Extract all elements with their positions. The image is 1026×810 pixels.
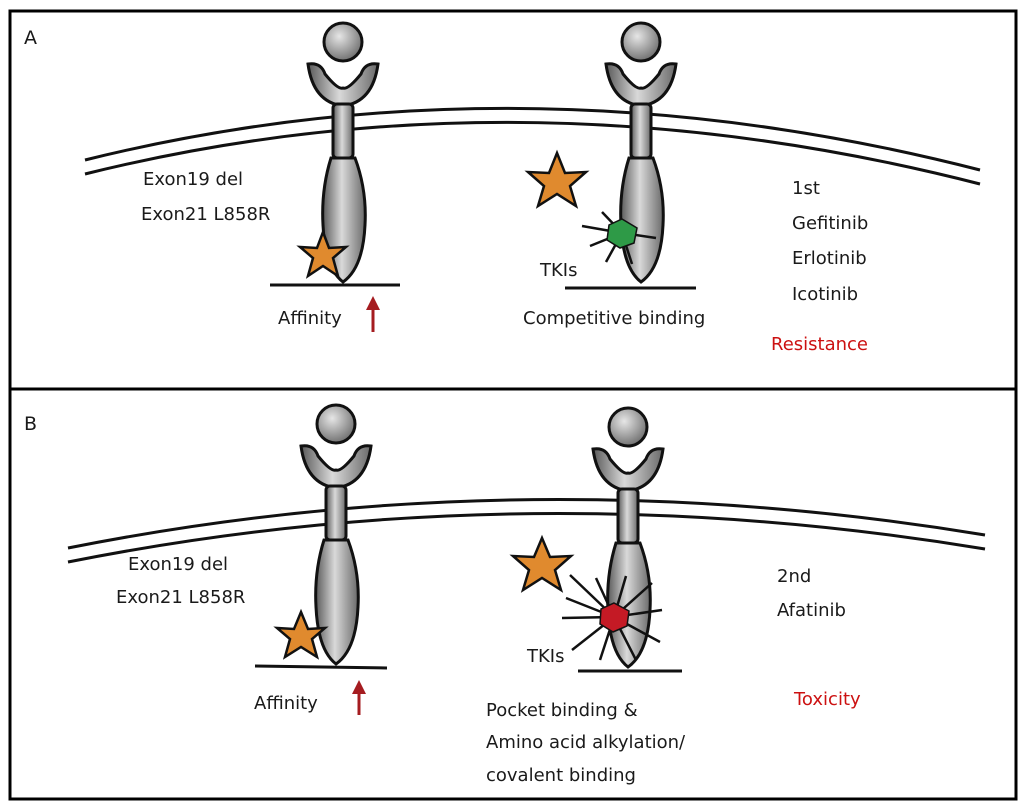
ligand-star-icon (296, 228, 350, 279)
mutation-label: Exon19 del (143, 169, 243, 190)
panel-b-letter: B (24, 413, 37, 435)
egfr-receptor-icon (299, 403, 373, 666)
mutation-label: Exon21 L858R (141, 204, 270, 225)
drug-label: Gefitinib (792, 213, 868, 234)
drug-label: Erlotinib (792, 248, 867, 269)
drug-label: Afatinib (777, 600, 846, 621)
up-arrow-icon (366, 296, 380, 332)
cell-membrane (67, 498, 986, 564)
drug-label: Icotinib (792, 284, 858, 305)
affinity-label: Affinity (254, 693, 318, 714)
tki-label: TKIs (526, 646, 565, 667)
panel-a: A Affinity TKIs (8, 9, 1018, 391)
pocket-binding-label: Pocket binding & (486, 700, 638, 721)
resistance-label: Resistance (771, 334, 868, 355)
first-gen-tki-icon (581, 211, 657, 265)
mutation-label: Exon19 del (128, 554, 228, 575)
second-gen-tki-icon (561, 574, 663, 661)
panel-a-letter: A (24, 27, 37, 49)
mutation-label: Exon21 L858R (116, 587, 245, 608)
generation-label: 1st (792, 178, 820, 199)
affinity-label: Affinity (278, 308, 342, 329)
cell-membrane (84, 106, 981, 186)
alkylation-label: Amino acid alkylation/ (486, 732, 686, 753)
panel-b-border (8, 387, 1018, 801)
tki-label: TKIs (539, 260, 578, 281)
competitive-binding-label: Competitive binding (523, 308, 705, 329)
up-arrow-icon (352, 680, 366, 715)
panel-a-border (8, 9, 1018, 391)
toxicity-label: Toxicity (793, 689, 861, 710)
ligand-star-icon (273, 608, 329, 660)
ligand-star-icon (509, 534, 575, 593)
generation-label: 2nd (777, 566, 811, 587)
covalent-binding-label: covalent binding (486, 765, 636, 786)
panel-b: B Affinity (8, 387, 1018, 801)
ligand-star-icon (524, 149, 590, 209)
egfr-receptor-icon (591, 406, 665, 669)
baseline (254, 664, 388, 670)
